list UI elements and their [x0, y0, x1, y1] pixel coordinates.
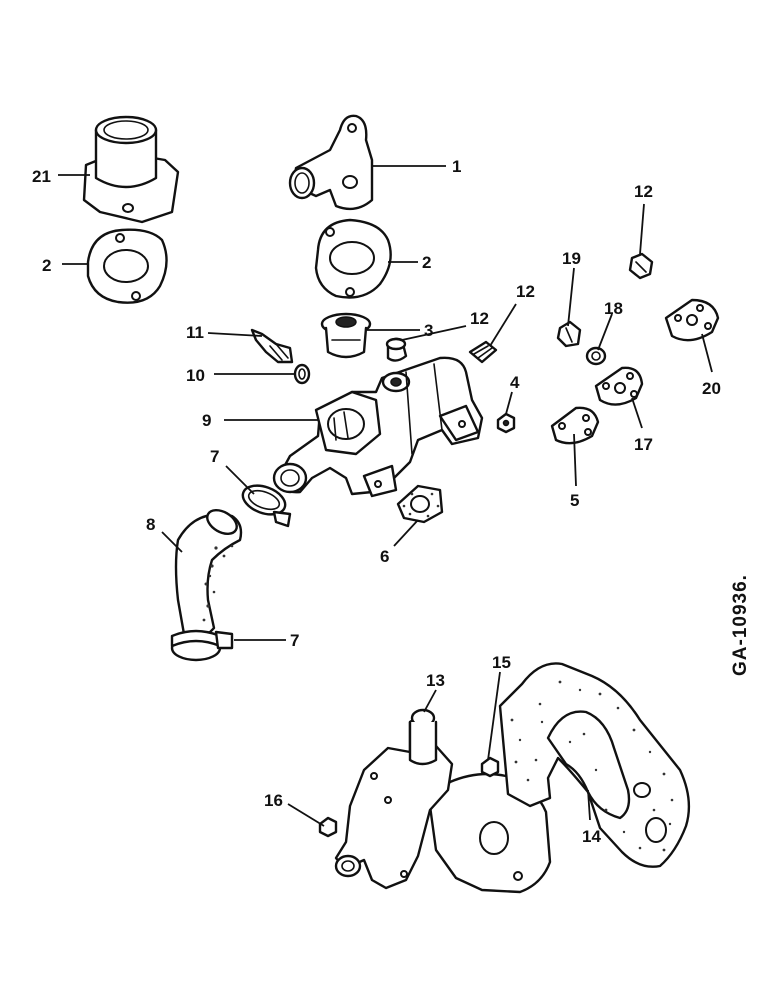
callout-16: 16: [264, 791, 283, 810]
callout-20: 20: [702, 379, 721, 398]
part-10-washer: [293, 363, 311, 385]
part-9-water-manifold: [272, 356, 484, 498]
callout-1: 1: [452, 157, 461, 176]
part-21-pipe-flange: [82, 115, 180, 224]
part-6-gasket: [396, 484, 444, 524]
callout-19: 19: [562, 249, 581, 268]
callout-7-upper: 7: [210, 447, 219, 466]
part-20-cover-plate: [664, 298, 720, 342]
part-17-cover-plate: [594, 366, 644, 406]
part-7-hose-clamp-lower: [170, 629, 234, 662]
part-15-nut: [480, 756, 500, 778]
part-2-gasket-center: [314, 218, 392, 299]
callout-2-left: 2: [42, 256, 51, 275]
part-4-nut: [496, 412, 516, 434]
part-7-hose-clamp-upper: [241, 484, 292, 528]
callout-12-fitting: 12: [516, 282, 535, 301]
part-12-plug-right: [628, 252, 654, 280]
callout-12-right: 12: [634, 182, 653, 201]
callout-14: 14: [582, 827, 601, 846]
callout-10: 10: [186, 366, 205, 385]
part-5-cover-plate: [550, 406, 600, 445]
part-8-hose: [174, 509, 243, 640]
part-3-thermostat: [320, 312, 372, 359]
callout-3: 3: [424, 321, 433, 340]
callout-13: 13: [426, 671, 445, 690]
drawing-id: GA-10936.: [730, 574, 751, 676]
callout-18: 18: [604, 299, 623, 318]
part-1-thermostat-housing-elbow: [288, 114, 374, 211]
callout-12-manifold: 12: [470, 309, 489, 328]
part-16-nut: [318, 816, 338, 838]
callout-5: 5: [570, 491, 579, 510]
part-18-washer: [585, 346, 607, 366]
part-2-gasket-left: [86, 228, 168, 304]
callout-11: 11: [186, 323, 204, 342]
part-19-fitting: [556, 320, 582, 348]
callout-21: 21: [32, 167, 51, 186]
callout-7-lower: 7: [290, 631, 299, 650]
callouts: 21 2 1 2 3 11 10 9 12 12 4 5 6 7 8 7 19 …: [32, 157, 721, 846]
callout-2-center: 2: [422, 253, 431, 272]
part-11-temperature-sender: [250, 328, 294, 364]
callout-9: 9: [202, 411, 211, 430]
part-14-pump-gasket: [498, 662, 691, 868]
part-12-plug-manifold: [385, 337, 408, 362]
callout-15: 15: [492, 653, 511, 672]
callout-4: 4: [510, 373, 520, 392]
part-12-fitting: [468, 340, 498, 364]
callout-17: 17: [634, 435, 653, 454]
callout-8: 8: [146, 515, 155, 534]
leader-lines: [58, 165, 713, 827]
callout-6: 6: [380, 547, 389, 566]
